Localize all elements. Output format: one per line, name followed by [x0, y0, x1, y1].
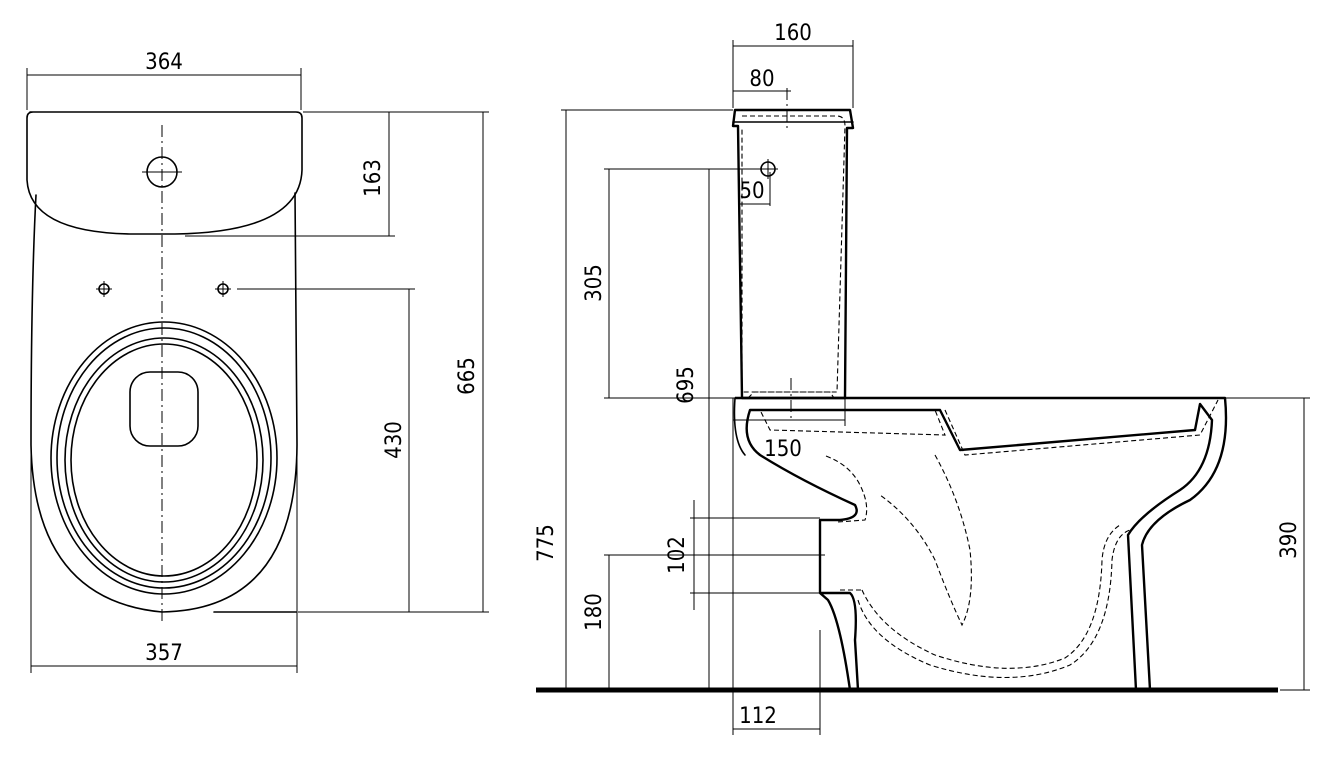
- dim-tank-depth: 163: [185, 111, 395, 237]
- svg-text:80: 80: [749, 67, 774, 92]
- tank-outline: [731, 108, 855, 400]
- svg-text:430: 430: [382, 421, 407, 459]
- seat-inner: [64, 337, 264, 583]
- side-view: 160 80 50 305 695 775: [534, 21, 1310, 735]
- dim-bottom-width: 357: [30, 448, 298, 673]
- dim-outlet-height-tank: 695: [674, 169, 710, 690]
- bowl-body-outline: [30, 192, 298, 613]
- dim-outlet-projection: 112: [733, 630, 821, 735]
- top-view: 364 163 430 665 357: [26, 50, 489, 673]
- dim-total-length: 665: [298, 111, 489, 613]
- svg-text:160: 160: [774, 21, 812, 46]
- dim-outlet-center-height: 180: [582, 554, 825, 690]
- svg-text:163: 163: [361, 159, 386, 197]
- dim-hole-to-front: 430: [237, 288, 415, 612]
- dim-top-width: 364: [26, 50, 302, 110]
- svg-text:50: 50: [739, 179, 764, 204]
- dim-tank-width: 160: [732, 21, 854, 108]
- dim-tank-hole-offset: 80: [733, 67, 791, 92]
- svg-text:390: 390: [1277, 521, 1302, 559]
- dim-wall-offset: 150: [732, 398, 846, 735]
- svg-text:665: 665: [455, 357, 480, 395]
- bowl-outline: [735, 396, 1228, 692]
- svg-text:357: 357: [145, 641, 183, 666]
- dim-tank-height: 305: [582, 168, 760, 399]
- dim-total-height: 775: [534, 109, 733, 690]
- svg-text:775: 775: [534, 524, 559, 562]
- svg-text:150: 150: [764, 437, 802, 462]
- svg-text:305: 305: [582, 264, 607, 302]
- bowl-opening: [129, 371, 199, 447]
- dim-hole-drop: 50: [738, 172, 771, 206]
- svg-text:364: 364: [145, 50, 183, 75]
- seat-outer: [50, 321, 278, 595]
- seat-fixing-hole-right: [215, 281, 231, 297]
- dim-bowl-height: 390: [1225, 397, 1310, 691]
- seat-fixing-hole-left: [96, 281, 112, 297]
- svg-text:112: 112: [739, 704, 777, 729]
- tank-lid-outline: [26, 111, 303, 235]
- svg-text:180: 180: [582, 593, 607, 631]
- svg-text:695: 695: [674, 366, 699, 404]
